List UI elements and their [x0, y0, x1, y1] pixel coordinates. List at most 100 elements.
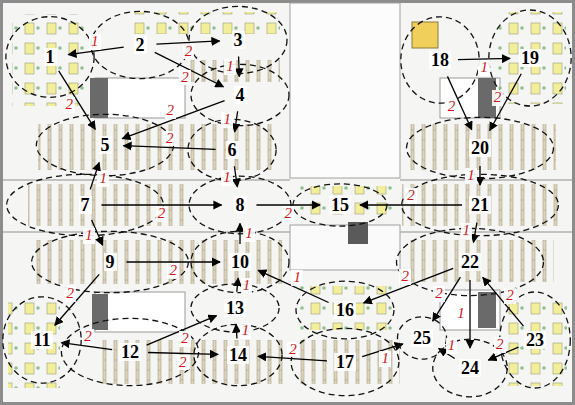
reading-desks: [8, 300, 60, 388]
zone-outline-ellipse: [402, 174, 559, 235]
flow-count: 1: [446, 338, 458, 354]
zone-circle: 4: [190, 63, 290, 127]
flow-count: 1: [379, 351, 391, 367]
zone-outline-ellipse: [489, 10, 571, 106]
zone-number: 16: [334, 301, 356, 320]
flow-count: 1: [97, 171, 109, 187]
zone-number: 8: [234, 196, 247, 215]
zone-outline-ellipse: [291, 328, 399, 395]
service-desk: [412, 22, 438, 48]
zone-circle: 15: [292, 183, 388, 227]
zone-circle: 3: [188, 5, 288, 75]
flow-count: 1: [83, 228, 95, 244]
zone-number: 23: [524, 331, 546, 350]
flow-arrow: [469, 280, 470, 348]
flow-count: 1: [221, 170, 233, 186]
room: [95, 292, 185, 332]
zone-outline-ellipse: [32, 231, 189, 292]
stair: [478, 292, 496, 328]
core-room: [290, 225, 400, 270]
flow-count: 2: [494, 337, 506, 353]
zone-circle: 16: [295, 280, 395, 340]
zone-circle: 2: [90, 10, 190, 80]
bookshelves: [300, 340, 400, 384]
flow-count: 2: [433, 286, 445, 302]
zone-outline-ellipse: [3, 297, 81, 383]
zone-outline-ellipse: [189, 176, 291, 234]
zone-circle: 25: [397, 316, 447, 360]
bookshelves: [38, 124, 278, 170]
flow-count: 1: [241, 278, 253, 294]
zone-number: 25: [411, 329, 433, 348]
flow-count: 2: [179, 70, 191, 86]
flow-count: 1: [291, 270, 303, 286]
reading-desks: [505, 298, 567, 386]
zone-number: 3: [232, 31, 245, 50]
zone-outline-ellipse: [61, 318, 198, 385]
flow-count: 2: [405, 188, 417, 204]
flow-count: 2: [179, 331, 191, 347]
flow-arrow: [360, 204, 462, 205]
zone-circle: 18: [400, 15, 480, 105]
zone-outline-ellipse: [401, 17, 479, 103]
bookshelves: [406, 124, 556, 170]
zone-number: 19: [519, 49, 541, 68]
zone-circle: 23: [499, 290, 571, 390]
flow-count: 1: [240, 323, 252, 339]
zone-circle: 5: [35, 113, 175, 177]
flow-count: 1: [221, 112, 233, 128]
flow-count: 2: [492, 90, 504, 106]
zone-outline-ellipse: [91, 11, 189, 78]
flow-count: 1: [455, 306, 467, 322]
flow-count: 2: [64, 286, 76, 302]
zone-outline-ellipse: [6, 17, 94, 98]
flow-arrow: [235, 111, 238, 131]
zone-number: 15: [329, 196, 351, 215]
zone-circle: 1: [5, 15, 95, 99]
flow-count: 2: [183, 44, 195, 60]
light-court: [290, 3, 400, 178]
zone-circle: 14: [193, 323, 283, 387]
flow-count: 2: [399, 269, 411, 285]
zone-outline-ellipse: [296, 281, 394, 339]
zone-number: 12: [119, 343, 141, 362]
zone-outline-ellipse: [7, 174, 164, 235]
zone-number: 10: [229, 253, 251, 272]
zone-circle: 20: [405, 116, 555, 180]
flow-count: 2: [167, 263, 179, 279]
zone-number: 24: [459, 359, 481, 378]
zone-number: 1: [44, 48, 57, 67]
zone-number: 22: [459, 253, 481, 272]
zone-number: 18: [429, 51, 451, 70]
flow-arrow: [234, 166, 237, 186]
zone-circle: 13: [190, 283, 280, 333]
bookshelves: [408, 240, 554, 282]
wall: [400, 231, 572, 233]
zone-number: 4: [234, 86, 247, 105]
zone-outline-ellipse: [189, 6, 287, 73]
zone-number: 13: [224, 299, 246, 318]
flow-count: 2: [287, 342, 299, 358]
zone-number: 20: [469, 139, 491, 158]
reading-desks: [300, 286, 392, 330]
flow-count: 2: [446, 99, 458, 115]
zone-number: 6: [226, 141, 239, 160]
flow-arrow: [237, 278, 239, 292]
stair: [90, 78, 108, 118]
zone-number: 14: [227, 346, 249, 365]
wall: [400, 179, 572, 181]
zone-outline-ellipse: [36, 114, 173, 175]
zone-circle: 12: [60, 317, 200, 387]
zone-circle: 8: [188, 175, 292, 235]
zone-number: 21: [469, 196, 491, 215]
zone-circle: 21: [400, 173, 560, 237]
flow-count: 2: [504, 288, 516, 304]
flow-arrow: [55, 274, 99, 325]
zone-number: 17: [334, 353, 356, 372]
zone-number: 2: [134, 36, 147, 55]
zone-number: 5: [99, 136, 112, 155]
bookshelves: [98, 340, 288, 384]
flow-count: 2: [282, 206, 294, 222]
flow-count: 1: [465, 168, 477, 184]
